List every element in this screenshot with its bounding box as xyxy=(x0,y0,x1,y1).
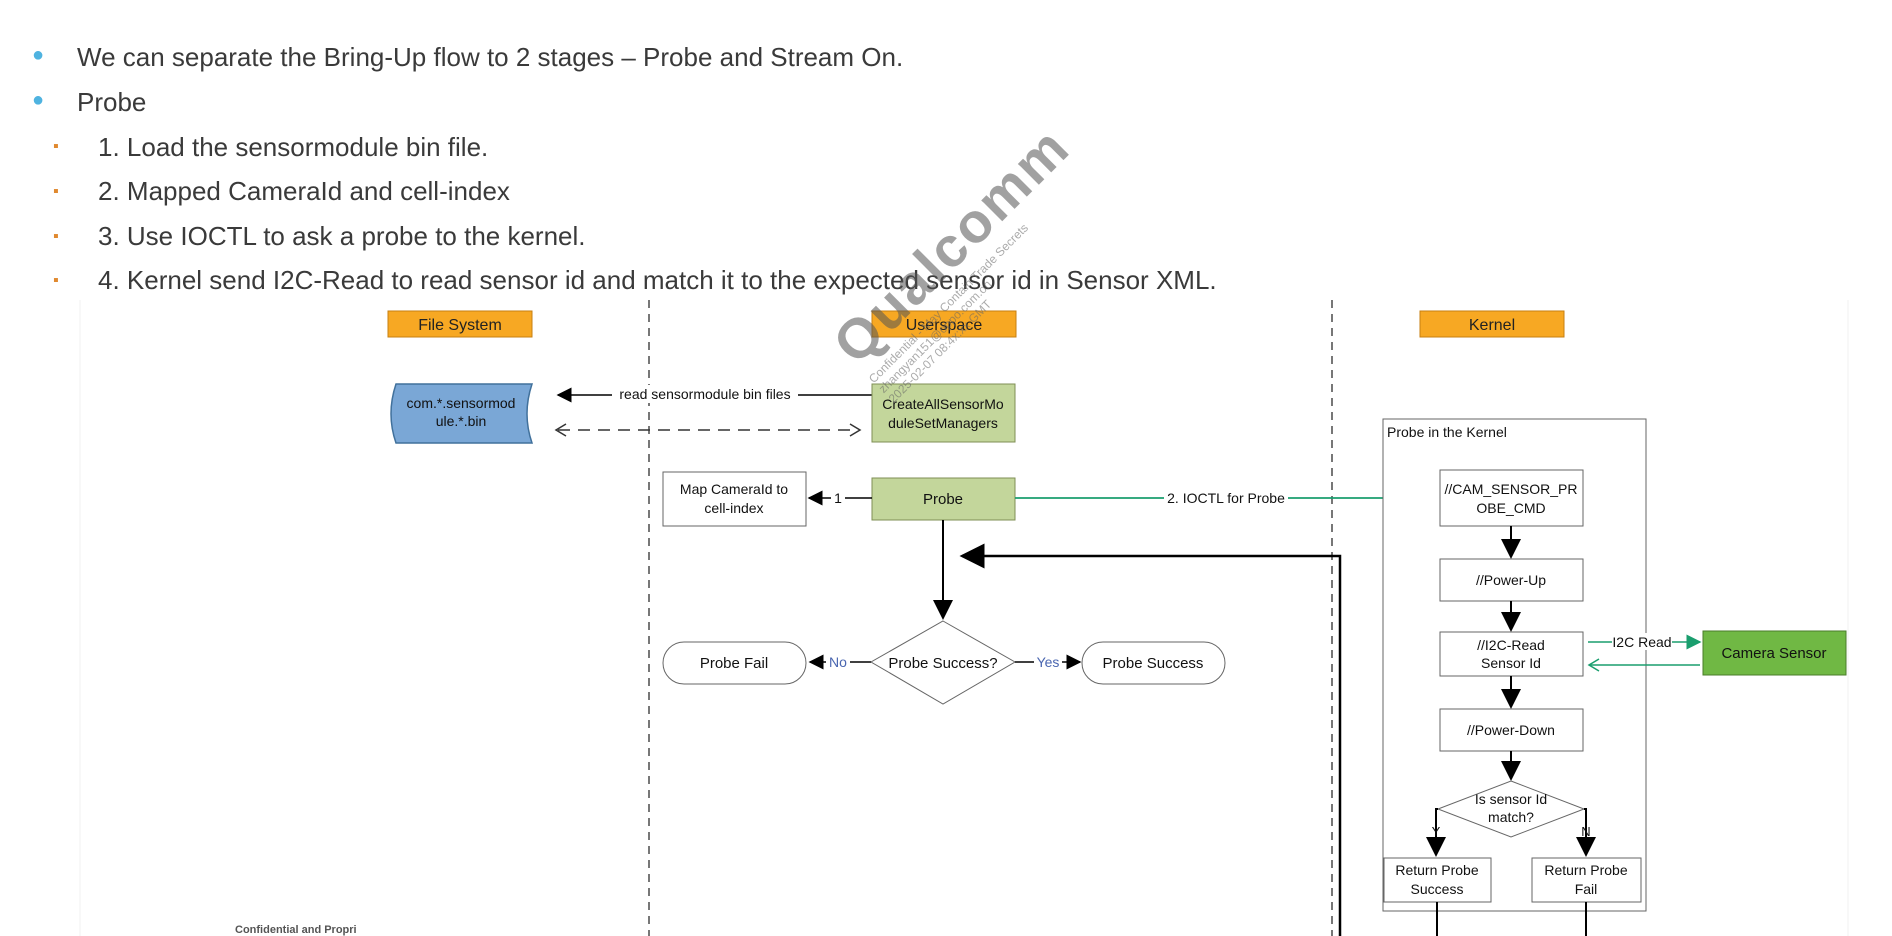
sensormodule-bin-file: com.*.sensormod ule.*.bin xyxy=(390,383,534,444)
dashed-arrow-head xyxy=(849,423,862,437)
yes-branch-arrow xyxy=(1426,808,1446,857)
svg-text://I2C-Read: //I2C-Read xyxy=(1477,637,1545,653)
svg-text://Power-Up: //Power-Up xyxy=(1476,572,1546,588)
sensor-id-match-decision: Is sensor Id match? xyxy=(1436,780,1586,838)
svg-text:OBE_CMD: OBE_CMD xyxy=(1476,500,1545,516)
y-label: Y xyxy=(1432,824,1441,839)
power-down-box: //Power-Down xyxy=(1439,708,1584,752)
sub-bullet-1: 1. Load the sensormodule bin file. xyxy=(98,132,489,162)
svg-text:Sensor Id: Sensor Id xyxy=(1481,655,1541,671)
no-label: No xyxy=(829,654,847,670)
return-probe-success-box: Return Probe Success xyxy=(1383,857,1492,903)
svg-text:Probe Fail: Probe Fail xyxy=(700,655,768,672)
probe-success-decision: Probe Success? xyxy=(869,620,1017,705)
sub-bullet-3: 3. Use IOCTL to ask a probe to the kerne… xyxy=(98,221,586,251)
svg-text:ule.*.bin: ule.*.bin xyxy=(436,413,487,429)
lane-header-file-system: File System xyxy=(387,310,533,338)
svg-text:com.*.sensormod: com.*.sensormod xyxy=(407,395,516,411)
lane-header-userspace: Userspace xyxy=(871,310,1017,338)
i2c-response-arrow-head xyxy=(1587,658,1600,672)
svg-text://CAM_SENSOR_PR: //CAM_SENSOR_PR xyxy=(1444,481,1577,497)
footer-confidential: Confidential and Propri xyxy=(235,924,357,936)
bullet-dot: ● xyxy=(32,89,45,111)
return-probe-fail-box: Return Probe Fail xyxy=(1531,857,1642,903)
power-up-box: //Power-Up xyxy=(1439,558,1584,602)
svg-text:Return Probe: Return Probe xyxy=(1395,862,1478,878)
no-branch-arrow xyxy=(1576,808,1596,857)
svg-text:Is sensor Id: Is sensor Id xyxy=(1475,791,1547,807)
svg-text:Userspace: Userspace xyxy=(906,317,983,334)
read-bin-label: read sensormodule bin files xyxy=(619,386,790,402)
sub-bullet-4: 4. Kernel send I2C-Read to read sensor i… xyxy=(98,265,1217,295)
kernel-return-arrow xyxy=(959,543,1342,936)
dashed-arrow-head xyxy=(554,423,567,437)
svg-text:duleSetManagers: duleSetManagers xyxy=(888,415,998,431)
label-bg xyxy=(831,489,845,505)
label-bg xyxy=(1164,488,1288,506)
svg-text:Probe in the Kernel: Probe in the Kernel xyxy=(1387,424,1507,440)
svg-text:Probe: Probe xyxy=(923,491,963,508)
svg-text:Camera Sensor: Camera Sensor xyxy=(1721,645,1826,662)
label-bg xyxy=(1612,633,1672,650)
sub-bullet-dot: ▪ xyxy=(53,138,59,155)
svg-text:Success: Success xyxy=(1411,881,1464,897)
svg-text:cell-index: cell-index xyxy=(704,500,763,516)
svg-text:Fail: Fail xyxy=(1575,881,1598,897)
create-sensor-module-managers-box: CreateAllSensorMo duleSetManagers xyxy=(871,383,1016,443)
svg-text:CreateAllSensorMo: CreateAllSensorMo xyxy=(882,396,1004,412)
label-bg xyxy=(1034,653,1062,669)
background-grid xyxy=(79,300,1849,936)
step-1-label: 1 xyxy=(834,490,842,506)
sub-bullet-dot: ▪ xyxy=(53,228,59,245)
i2c-read-sensor-id-box: //I2C-Read Sensor Id xyxy=(1439,631,1584,677)
n-label: N xyxy=(1581,824,1590,839)
bullet-dot: ● xyxy=(32,44,45,66)
svg-text:Map CameraId to: Map CameraId to xyxy=(680,481,788,497)
sub-bullet-dot: ▪ xyxy=(53,183,59,200)
svg-text:Probe Success?: Probe Success? xyxy=(888,655,997,672)
probe-box: Probe xyxy=(871,477,1016,521)
map-cameraid-box: Map CameraId to cell-index xyxy=(662,471,807,527)
sub-bullet-2: 2. Mapped CameraId and cell-index xyxy=(98,176,510,206)
svg-text:Probe Success: Probe Success xyxy=(1103,655,1204,672)
probe-success-terminal: Probe Success xyxy=(1081,641,1226,685)
cam-sensor-probe-cmd-box: //CAM_SENSOR_PR OBE_CMD xyxy=(1439,469,1584,527)
yes-label: Yes xyxy=(1037,654,1060,670)
label-bg xyxy=(612,385,798,403)
svg-text:File System: File System xyxy=(418,317,502,334)
svg-text:Return Probe: Return Probe xyxy=(1544,862,1627,878)
bullet-stages: We can separate the Bring-Up flow to 2 s… xyxy=(77,42,904,72)
bullet-probe: Probe xyxy=(77,87,147,117)
lane-header-kernel: Kernel xyxy=(1419,310,1565,338)
probe-fail-terminal: Probe Fail xyxy=(662,641,807,685)
ioctl-label: 2. IOCTL for Probe xyxy=(1167,490,1285,506)
svg-text:match?: match? xyxy=(1488,809,1534,825)
i2c-read-label: I2C Read xyxy=(1612,634,1671,650)
camera-sensor-box: Camera Sensor xyxy=(1702,630,1847,676)
label-bg xyxy=(826,653,850,669)
svg-text:Kernel: Kernel xyxy=(1469,317,1515,334)
sub-bullet-dot: ▪ xyxy=(53,272,59,289)
svg-text://Power-Down: //Power-Down xyxy=(1467,722,1555,738)
